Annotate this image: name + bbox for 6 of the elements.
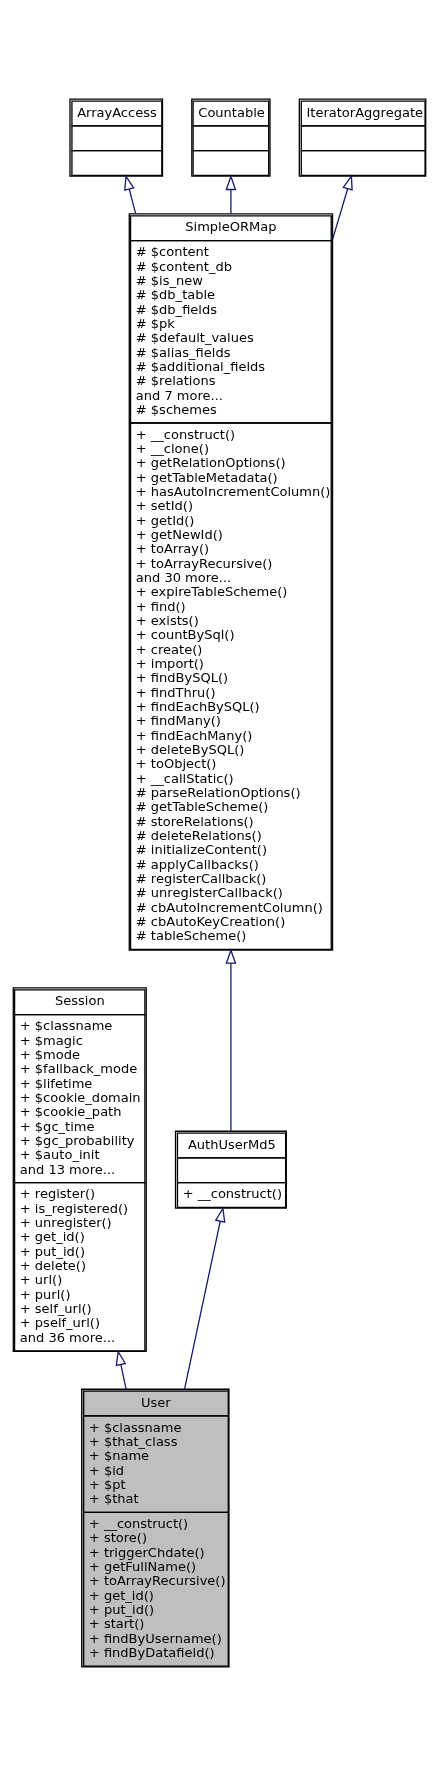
arrow <box>115 1349 127 1390</box>
arrow <box>332 173 353 240</box>
arrow <box>225 947 237 1132</box>
arrow <box>225 173 237 214</box>
arrow <box>124 174 137 214</box>
arrow <box>183 1206 226 1390</box>
